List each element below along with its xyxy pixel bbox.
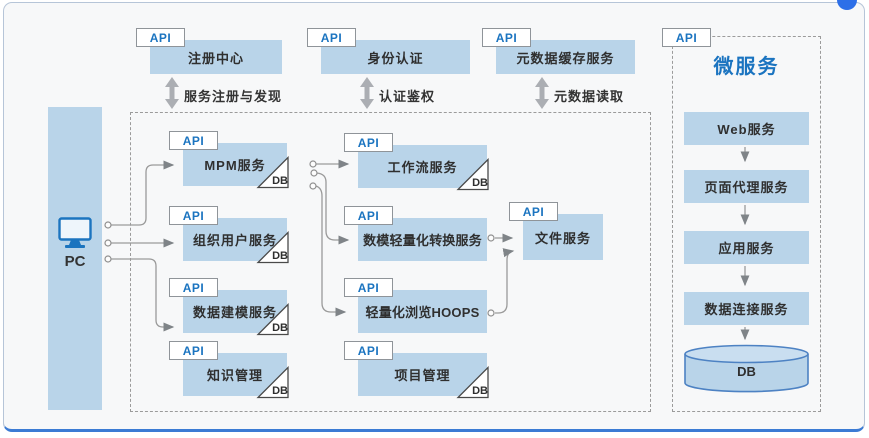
service-label: 项目管理	[394, 368, 451, 383]
mpm-service-box: API MPM服务 DB	[169, 131, 290, 189]
page-proxy-service-box: 页面代理服务	[684, 170, 809, 203]
service-label: 数据建模服务	[192, 305, 277, 320]
db-badge: DB	[456, 366, 490, 399]
db-label: DB	[737, 364, 756, 379]
api-badge: API	[344, 341, 393, 360]
service-label: 轻量化浏览HOOPS	[365, 305, 480, 320]
microservices-panel: 微服务 Web服务 页面代理服务 应用服务 数据连接服务 DB	[672, 36, 821, 412]
file-service-box: API 文件服务	[509, 202, 603, 260]
project-mgmt-box: API 项目管理 DB	[344, 341, 490, 399]
api-badge: API	[344, 206, 393, 225]
lightweight-view-hoops-box: API 轻量化浏览HOOPS	[344, 278, 487, 333]
api-badge: API	[169, 131, 218, 150]
blue-dot-decoration	[837, 0, 857, 10]
api-badge: API	[169, 341, 218, 360]
service-label: 文件服务	[534, 230, 591, 246]
knowledge-mgmt-box: API 知识管理 DB	[169, 341, 290, 399]
monitor-icon	[58, 217, 92, 248]
api-badge: API	[344, 278, 393, 297]
data-connect-service-box: 数据连接服务	[684, 292, 809, 325]
api-badge: API	[136, 28, 185, 47]
service-label: 身份认证	[367, 50, 424, 66]
db-badge: DB	[256, 156, 290, 189]
web-service-box: Web服务	[684, 112, 809, 145]
service-label: 元数据缓存服务	[516, 50, 615, 66]
db-badge: DB	[256, 231, 290, 264]
db-badge: DB	[456, 158, 490, 191]
data-modeling-service-box: API 数据建模服务 DB	[169, 278, 290, 336]
api-badge: API	[509, 202, 558, 221]
api-badge: API	[169, 278, 218, 297]
api-badge: API	[482, 28, 531, 47]
service-label: 注册中心	[187, 50, 244, 66]
pc-client-panel: PC	[48, 107, 102, 410]
service-label: 知识管理	[206, 368, 263, 383]
api-badge: API	[662, 28, 711, 47]
api-badge: API	[344, 133, 393, 152]
service-label: 工作流服务	[387, 160, 458, 175]
app-service-box: 应用服务	[684, 231, 809, 264]
panel-title: 微服务	[713, 56, 780, 78]
api-badge: API	[307, 28, 356, 47]
service-label: MPM服务	[204, 158, 266, 173]
service-label: 组织用户服务	[192, 233, 277, 248]
metadata-cache-box: API 元数据缓存服务	[482, 28, 635, 74]
service-registry-box: API 注册中心	[136, 28, 282, 74]
workflow-service-box: API 工作流服务 DB	[344, 133, 490, 191]
db-badge: DB	[256, 303, 290, 336]
model-lightweight-convert-box: API 数模轻量化转换服务	[344, 206, 487, 261]
database-cylinder: DB	[683, 344, 810, 394]
flow-label-metadata: 元数据读取	[554, 89, 625, 104]
pc-label: PC	[64, 253, 86, 270]
db-badge: DB	[256, 366, 290, 399]
identity-auth-box: API 身份认证	[307, 28, 470, 74]
flow-label-auth: 认证鉴权	[379, 89, 436, 104]
org-user-service-box: API 组织用户服务 DB	[169, 206, 290, 264]
api-badge: API	[169, 206, 218, 225]
flow-label-registry: 服务注册与发现	[184, 89, 283, 104]
service-label: 数模轻量化转换服务	[363, 233, 482, 248]
